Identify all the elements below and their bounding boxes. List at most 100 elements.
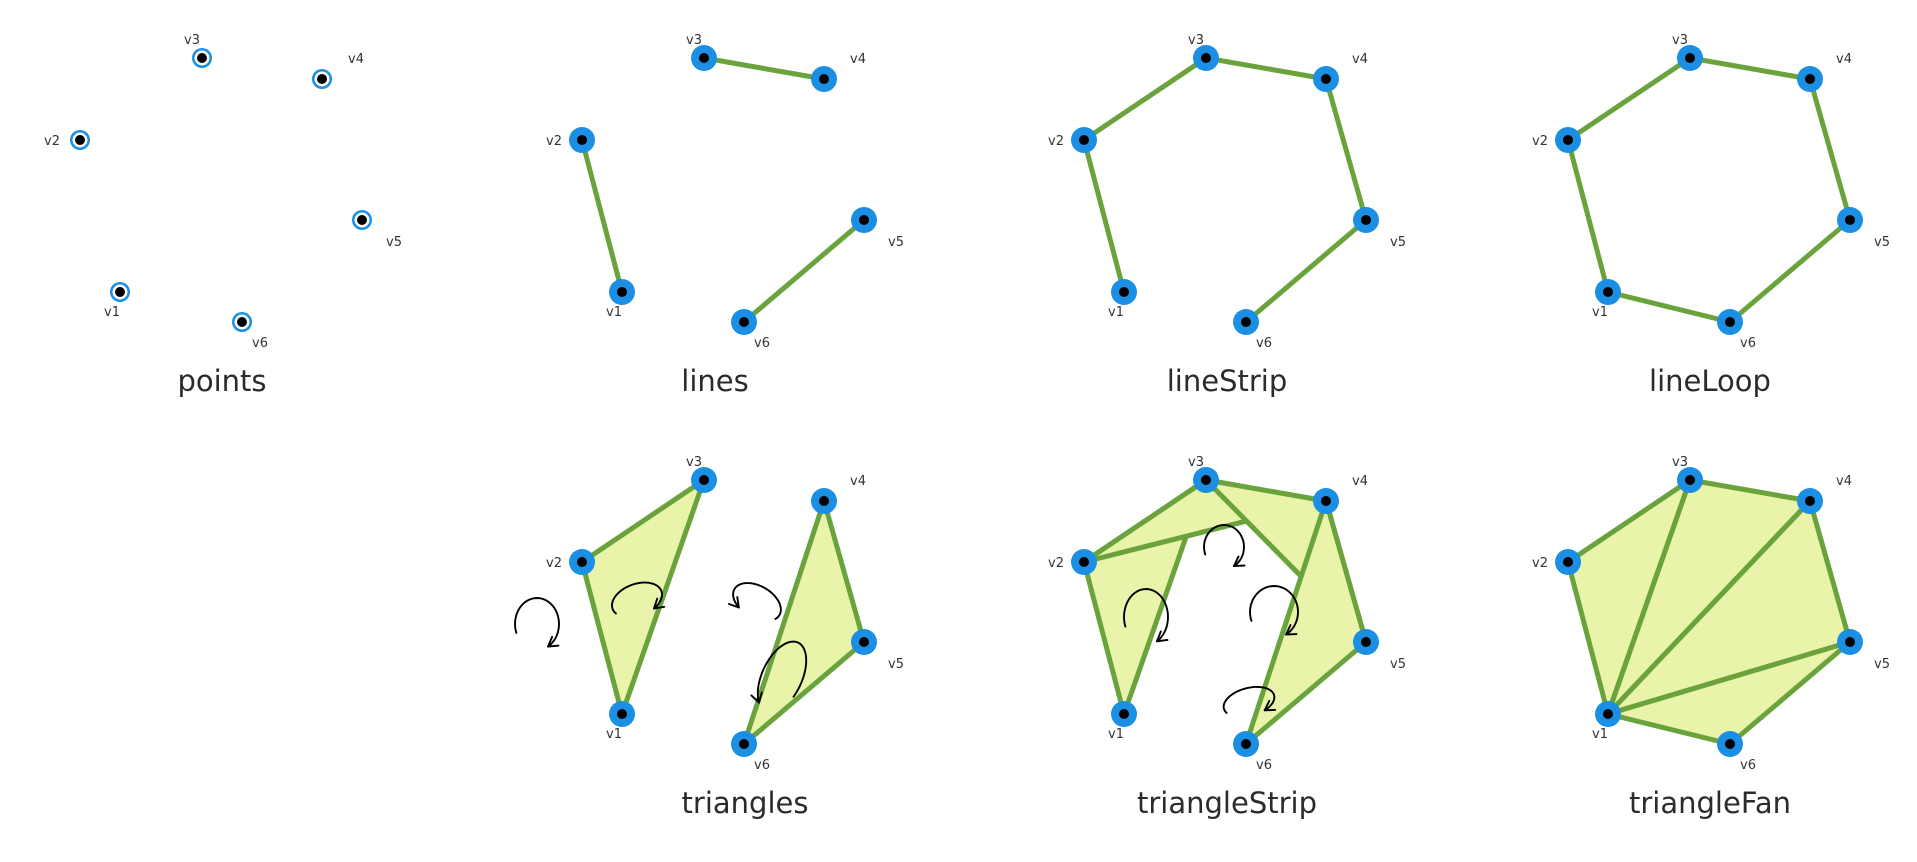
panel-lineStrip: v1 v2 v3 v4 v5 v6 [1048,33,1406,351]
vertex-dot [577,557,587,567]
vertex-label: v6 [1740,758,1756,773]
vertex-v6: v6 [1233,731,1272,773]
edge-v3-v4 [701,55,827,82]
vertex-v6: v6 [1717,731,1756,773]
vertex-v1: v1 [606,701,635,742]
vertex-v1: v1 [1592,701,1621,742]
vertex-label: v4 [1352,52,1368,67]
vertex-dot [1241,739,1251,749]
edge-v3-v4 [1203,55,1329,82]
vertex-dot [1725,317,1735,327]
vertex-label: v5 [888,657,904,672]
vertex-dot [1361,215,1371,225]
vertex-label: v1 [606,305,622,320]
vertex-v3: v3 [1672,33,1703,71]
vertex-dot [1845,637,1855,647]
vertex-label: v6 [754,336,770,351]
vertex-v5: v5 [1837,629,1890,672]
vertex-v5: v5 [851,207,904,250]
vertex-label: v3 [1672,33,1688,48]
vertex-v2: v2 [546,549,595,575]
edge-v2-v3 [1081,55,1209,143]
vertex-dot [1805,496,1815,506]
caption-lineStrip: lineStrip [1166,364,1288,398]
vertex-dot [699,475,709,485]
vertex-label: v2 [546,556,562,571]
vertex-v1: v1 [104,282,130,320]
vertex-label: v4 [1352,474,1368,489]
vertex-dot [859,215,869,225]
counterclockwise-arrow-icon [1222,685,1277,714]
vertex-v4: v4 [312,52,364,89]
vertex-v5: v5 [1353,629,1406,672]
winding-arrow-icon [750,640,808,704]
vertex-label: v5 [1874,657,1890,672]
vertex-v5: v5 [851,629,904,672]
vertex-dot [115,287,125,297]
vertex-label: v6 [754,758,770,773]
vertex-label: v2 [1532,556,1548,571]
vertex-label: v3 [686,33,702,48]
vertex-dot [1805,74,1815,84]
vertex-dot [617,709,627,719]
vertex-v3: v3 [1188,455,1219,493]
vertex-dot [317,74,327,84]
vertex-label: v6 [252,336,268,351]
edge-v6-v1 [1605,289,1733,325]
vertex-v4: v4 [1313,52,1368,92]
vertex-dot [617,287,627,297]
vertex-label: v2 [44,134,60,149]
caption-triangleFan: triangleFan [1629,786,1791,820]
vertex-v4: v4 [1797,52,1852,92]
vertex-label: v1 [1592,727,1608,742]
vertex-v3: v3 [1188,33,1219,71]
vertex-dot [1119,709,1129,719]
vertex-dot [1079,135,1089,145]
vertex-v5: v5 [352,210,402,250]
vertex-label: v6 [1256,758,1272,773]
edge-v4-v5 [1323,76,1369,223]
vertex-dot [1603,287,1613,297]
vertex-dot [577,135,587,145]
vertex-v6: v6 [1233,309,1272,351]
vertex-label: v1 [606,727,622,742]
vertex-label: v3 [1188,33,1204,48]
vertex-v1: v1 [1108,279,1137,320]
vertex-label: v4 [348,52,364,67]
vertex-dot [357,215,367,225]
vertex-label: v4 [1836,474,1852,489]
vertex-v3: v3 [686,455,717,493]
vertex-label: v5 [888,235,904,250]
edge-v1-v2 [1565,137,1611,295]
triangle-v1-v2-v3 [579,477,707,717]
vertex-dot [197,53,207,63]
vertex-v2: v2 [1048,127,1097,153]
vertex-label: v1 [1592,305,1608,320]
vertex-label: v6 [1256,336,1272,351]
vertex-dot [1361,637,1371,647]
vertex-v2: v2 [44,130,90,150]
vertex-dot [1079,557,1089,567]
vertex-dot [859,637,869,647]
vertex-v1: v1 [606,279,635,320]
vertex-v6: v6 [731,309,770,351]
caption-triangleStrip: triangleStrip [1137,786,1317,820]
vertex-dot [1119,287,1129,297]
vertex-v3: v3 [686,33,717,71]
vertex-v6: v6 [232,312,268,351]
edge-v1-v2 [579,137,625,295]
vertex-label: v6 [1740,336,1756,351]
clockwise-arrow-icon [1249,585,1299,636]
edge-v2-v3 [1565,55,1693,143]
vertex-v1: v1 [1108,701,1137,742]
triangle-v1-v5-v6 [1605,639,1853,747]
vertex-v5: v5 [1353,207,1406,250]
clockwise-arrow-icon [611,581,666,615]
vertex-label: v4 [1836,52,1852,67]
